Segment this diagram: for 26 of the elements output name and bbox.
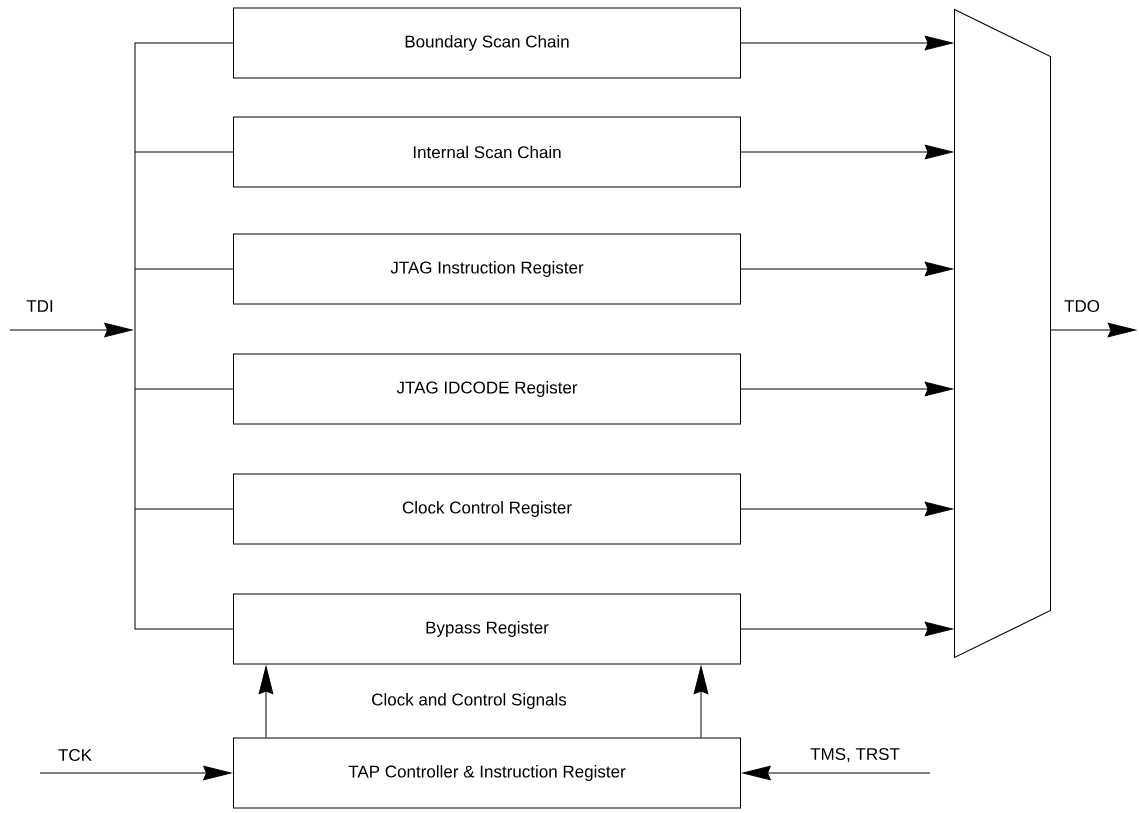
signal-label: TCK xyxy=(58,749,92,762)
arrow xyxy=(740,144,953,160)
arrow xyxy=(740,501,953,517)
arrow xyxy=(740,381,953,397)
register-box: JTAG IDCODE Register xyxy=(233,353,741,425)
arrow xyxy=(740,621,953,637)
arrow xyxy=(9,322,133,338)
register-box: Boundary Scan Chain xyxy=(233,7,741,79)
signal-label: TDO xyxy=(1064,300,1100,313)
signal-label: TMS, TRST xyxy=(810,748,900,763)
register-box: JTAG Instruction Register xyxy=(233,233,741,305)
register-box: TAP Controller & Instruction Register xyxy=(233,737,741,809)
register-box: Internal Scan Chain xyxy=(233,116,741,188)
multiplexer-shape xyxy=(954,9,1051,658)
signal-label: TDI xyxy=(26,300,53,312)
signal-label: Clock and Control Signals xyxy=(372,693,567,709)
arrow xyxy=(258,666,274,738)
arrow xyxy=(693,666,709,738)
arrow xyxy=(742,765,931,781)
bus-line xyxy=(134,42,136,630)
arrow xyxy=(1050,322,1136,338)
register-box: Bypass Register xyxy=(233,593,741,665)
arrow xyxy=(39,765,232,781)
register-box: Clock Control Register xyxy=(233,473,741,545)
arrow xyxy=(740,261,953,277)
arrow xyxy=(740,35,953,51)
